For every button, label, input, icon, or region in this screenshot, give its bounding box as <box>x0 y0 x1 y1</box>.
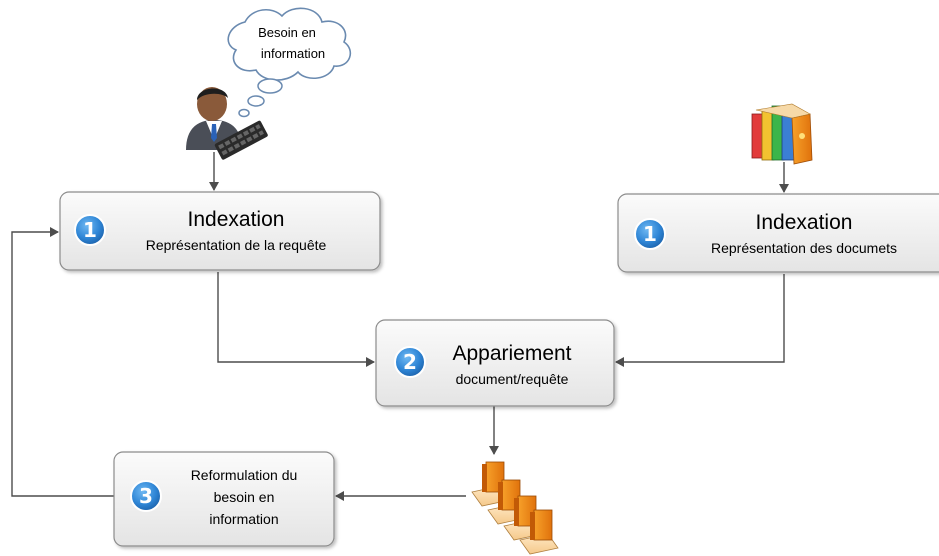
connectors <box>11 152 789 501</box>
step-badge-1-query: 1 <box>74 214 106 246</box>
box-text-line1: Reformulation du <box>191 467 298 483</box>
badge-number: 1 <box>643 222 657 246</box>
box-indexation-query: 1 Indexation Représentation de la requêt… <box>59 191 381 271</box>
box-text-line2: besoin en <box>214 489 275 505</box>
arrow-query-to-matching <box>217 272 375 367</box>
box-indexation-documents: 1 Indexation Représentation des documets <box>617 193 939 273</box>
box-subtitle: document/requête <box>456 371 569 387</box>
box-subtitle: Représentation de la requête <box>146 237 327 253</box>
thought-cloud: Besoin en information <box>227 7 352 118</box>
arrow-docs-to-matching <box>615 274 785 367</box>
arrow-reformulation-to-query <box>11 227 114 497</box>
step-badge-2: 2 <box>394 346 426 378</box>
box-subtitle: Représentation des documets <box>711 240 897 256</box>
box-reformulation: 3 Reformulation du besoin en information <box>113 451 335 547</box>
user-with-keyboard-icon <box>186 87 268 160</box>
step-badge-3: 3 <box>130 480 162 512</box>
box-title: Appariement <box>452 342 571 365</box>
box-text-line3: information <box>209 511 278 527</box>
step-badge-1-docs: 1 <box>634 218 666 250</box>
badge-number: 3 <box>139 484 153 508</box>
cloud-text-line2: information <box>261 46 325 61</box>
badge-number: 2 <box>403 350 417 374</box>
ranked-documents-icon <box>471 461 559 555</box>
cloud-text-line1: Besoin en <box>258 25 316 40</box>
box-title: Indexation <box>188 208 285 231</box>
books-stack-icon <box>751 103 813 165</box>
box-title: Indexation <box>756 211 853 234</box>
badge-number: 1 <box>83 218 97 242</box>
box-appariement: 2 Appariement document/requête <box>375 319 615 407</box>
